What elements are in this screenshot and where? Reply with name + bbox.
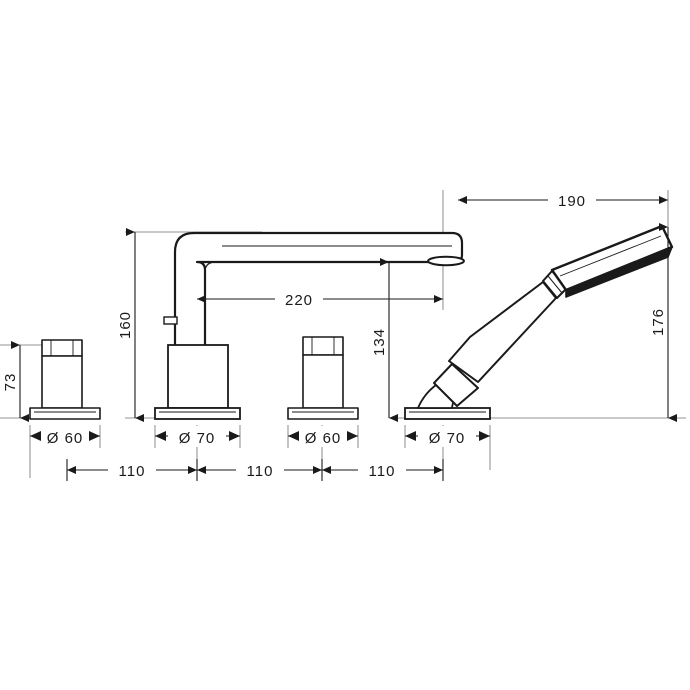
right-handle-escutcheon xyxy=(287,407,359,420)
dim-d60-left-label: Ø 60 xyxy=(47,430,84,447)
dim-d70-handshower: Ø 70 xyxy=(405,426,490,447)
dim-110-third-label: 110 xyxy=(369,463,396,480)
left-handle-body xyxy=(41,355,83,409)
handshower-head-edge-line xyxy=(559,235,662,277)
dim-190-label: 190 xyxy=(558,193,586,210)
left-handle xyxy=(29,339,101,420)
dim-d70-spout-mask xyxy=(168,426,226,447)
dim-73-label: 73 xyxy=(2,373,19,392)
dim-d70-spout: Ø 70 xyxy=(155,426,240,447)
left-handle-detail-lines xyxy=(34,340,96,413)
dim-d60-left-arrow-l xyxy=(30,431,41,441)
dim-110-second-mask xyxy=(236,459,284,480)
dim-d70-handshower-label: Ø 70 xyxy=(429,430,466,447)
dim-220-label-mask xyxy=(275,288,323,309)
right-handle-cap xyxy=(302,336,344,356)
dim-110-first: 110 xyxy=(67,459,197,480)
spacing-tick-marks xyxy=(66,459,444,481)
spout-assembly xyxy=(154,231,465,420)
dim-176: 176 xyxy=(650,223,677,422)
spout-inner-contour xyxy=(204,261,452,400)
dim-190: 190 xyxy=(458,189,668,210)
dim-110-second: 110 xyxy=(197,459,322,480)
dim-d60-left-mask xyxy=(41,426,89,447)
dim-d60-right-label: Ø 60 xyxy=(305,430,342,447)
spout-aerator xyxy=(427,255,465,267)
dim-d60-right-mask xyxy=(299,426,347,447)
dim-d60-right-arrow-r xyxy=(347,431,358,441)
left-handle-escutcheon xyxy=(29,407,101,420)
dim-d60-right-arrow-l xyxy=(288,431,299,441)
dim-73: 73 xyxy=(2,341,29,422)
dim-d60-left-arrow-r xyxy=(89,431,100,441)
dim-220: 220 xyxy=(197,288,443,309)
dim-110-first-label: 110 xyxy=(119,463,146,480)
dim-190-label-mask xyxy=(548,189,596,210)
handshower-escutcheon xyxy=(404,407,491,420)
dim-d70-spout-arrow-r xyxy=(229,431,240,441)
left-handle-cap xyxy=(41,339,83,357)
dim-d60-left: Ø 60 xyxy=(30,426,100,447)
dim-134: 134 xyxy=(371,258,398,422)
dim-110-third: 110 xyxy=(322,459,443,480)
spacing-dimension-row: 110 110 110 xyxy=(66,459,444,481)
spout-escutcheon xyxy=(154,407,241,420)
right-handle xyxy=(287,336,359,420)
dim-110-third-mask xyxy=(358,459,406,480)
dim-d70-spout-label: Ø 70 xyxy=(179,430,216,447)
dim-d70-handshower-arrow-r xyxy=(479,431,490,441)
dim-110-second-label: 110 xyxy=(247,463,274,480)
spout-valve-body xyxy=(167,344,229,409)
dim-176-label: 176 xyxy=(650,308,667,336)
dim-220-label: 220 xyxy=(285,292,313,309)
dim-110-first-mask xyxy=(108,459,156,480)
spout-diverter-lever xyxy=(163,316,178,325)
dim-160-label: 160 xyxy=(117,311,134,339)
dim-160: 160 xyxy=(117,228,144,422)
dim-134-label: 134 xyxy=(371,328,388,356)
dim-d70-handshower-arrow-l xyxy=(405,431,416,441)
dim-d70-handshower-mask xyxy=(418,426,476,447)
handshower-connector xyxy=(433,363,479,407)
diameter-dimension-row: Ø 60 Ø 70 Ø 60 Ø 70 xyxy=(30,426,490,447)
handshower-collar-line xyxy=(547,275,563,294)
right-handle-body xyxy=(302,354,344,409)
dim-d70-spout-arrow-l xyxy=(155,431,166,441)
right-handle-detail-lines xyxy=(292,337,354,413)
dim-d60-right: Ø 60 xyxy=(288,426,358,447)
